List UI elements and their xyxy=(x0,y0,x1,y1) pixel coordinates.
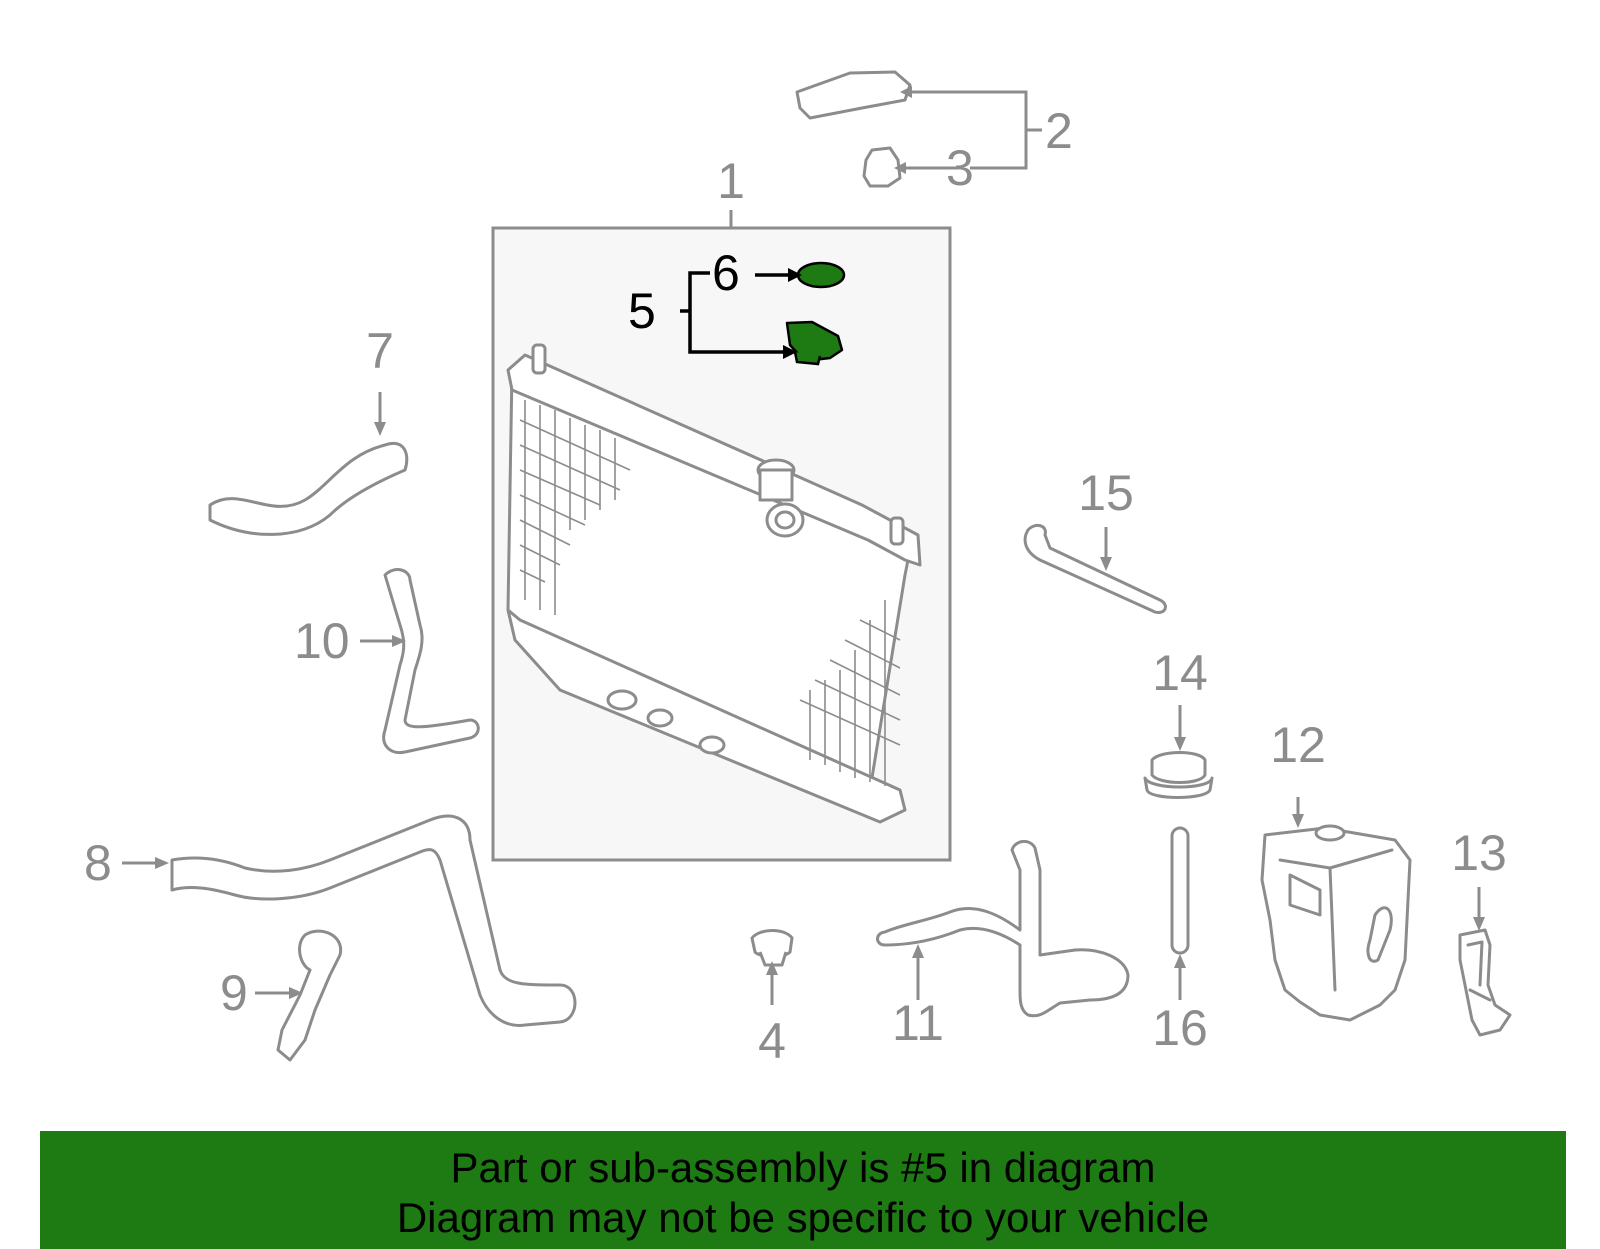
callout-16: 16 xyxy=(1152,1000,1208,1056)
callout-15: 15 xyxy=(1078,465,1134,521)
bracket-part-13[interactable] xyxy=(1458,887,1512,1037)
callout-7: 7 xyxy=(366,323,394,379)
pipe-part-11[interactable] xyxy=(876,840,1130,1018)
radiator-cap-part-5[interactable] xyxy=(785,320,844,366)
grommet-part-4[interactable] xyxy=(750,929,794,1006)
radiator-assembly[interactable] xyxy=(491,210,952,862)
callout-9: 9 xyxy=(220,965,248,1021)
callout-3: 3 xyxy=(946,140,974,196)
cap-part-14[interactable] xyxy=(1143,705,1214,799)
hose-part-16[interactable] xyxy=(1170,826,1190,1000)
clip-part-9[interactable] xyxy=(255,929,343,1062)
info-banner: Part or sub-assembly is #5 in diagram Di… xyxy=(40,1131,1566,1249)
hose-part-10[interactable] xyxy=(360,568,480,755)
callout-8: 8 xyxy=(84,835,112,891)
callout-2: 2 xyxy=(1045,103,1073,159)
reservoir-part-12[interactable] xyxy=(1260,797,1412,1022)
banner-line-part: Part or sub-assembly is #5 in diagram xyxy=(450,1144,1156,1191)
callout-6: 6 xyxy=(712,245,740,301)
pipe-part-15[interactable] xyxy=(1023,523,1167,615)
bracket-part-2[interactable] xyxy=(795,70,1042,170)
callout-12: 12 xyxy=(1270,717,1326,773)
seal-part-6[interactable] xyxy=(796,261,846,289)
callout-10: 10 xyxy=(294,613,350,669)
nut-part-3[interactable] xyxy=(862,146,958,188)
callout-13: 13 xyxy=(1451,825,1507,881)
callout-5: 5 xyxy=(628,283,656,339)
radiator-core xyxy=(506,343,922,824)
hose-part-7[interactable] xyxy=(208,392,409,536)
callout-11: 11 xyxy=(892,995,944,1051)
callout-4: 4 xyxy=(758,1013,786,1069)
callout-14: 14 xyxy=(1152,645,1208,701)
callout-1: 1 xyxy=(717,153,745,209)
banner-line-disclaimer: Diagram may not be specific to your vehi… xyxy=(396,1194,1210,1241)
hose-part-8[interactable] xyxy=(122,814,577,1027)
